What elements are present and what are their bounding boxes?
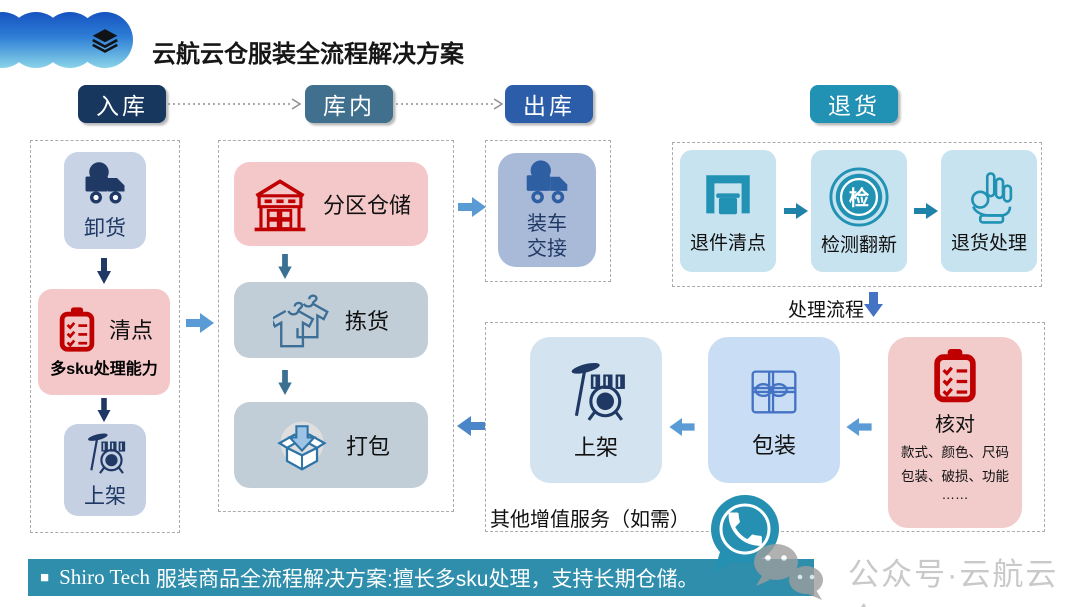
inspect-badge-icon: 检 [829,166,889,227]
left-arrow-icon [846,418,872,436]
pick-label: 拣货 [344,309,389,334]
drum-kit-icon [571,363,625,421]
shelve-label: 上架 [84,485,126,508]
process-verify-label: 核对 [935,414,975,436]
ok-hand-icon [971,171,1013,224]
process-verify-step: 核对 款式、颜色、尺码 包装、破损、功能 …… [888,337,1022,528]
count-label: 清点 [108,317,153,343]
phone-icon [711,495,779,572]
down-arrow-icon [97,398,111,423]
left-arrow-icon [669,418,695,436]
zoned-storage-label: 分区仓储 [322,193,411,218]
gift-box-icon [751,370,797,414]
down-arrow-icon [864,292,883,317]
return-handling-step: 退货处理 [941,150,1037,272]
return-gate-icon [706,174,750,214]
wechat-icon [754,544,823,600]
process-shelve-step: 上架 [530,337,662,483]
process-package-step: 包装 [708,337,840,483]
footer-banner: ■ Shiro Tech 服装商品全流程解决方案:擅长多sku处理，支持长期仓储… [28,559,814,596]
down-arrow-icon [278,254,292,280]
shelve-step: 上架 [64,424,146,516]
load-label-line1: 装车 [527,213,567,235]
dotted-arrow-icon [396,98,504,110]
inspect-refurbish-label: 检测翻新 [820,234,897,256]
truck-icon [85,161,125,203]
pick-step: 拣货 [234,282,428,358]
checklist-clipboard-icon [59,306,95,352]
stage-header-outbound: 出库 [505,85,593,123]
count-note: 多sku处理能力 [50,360,158,378]
return-handling-label: 退货处理 [950,232,1027,254]
pack-step: 打包 [234,402,428,488]
watermark-text: 公众号·云航云仓 [848,557,1059,607]
right-arrow-icon [914,203,938,219]
process-shelve-label: 上架 [573,435,618,460]
footer-brand: Shiro Tech [59,565,150,589]
dotted-arrow-icon [168,98,302,110]
right-arrow-icon [784,203,808,219]
layers-icon [92,28,118,53]
stage-header-warehouse: 库内 [305,85,393,123]
verify-detail-line1: 款式、颜色、尺码 [901,445,1009,460]
truck-icon [526,160,568,204]
zoned-storage-step: 分区仓储 [234,162,428,246]
load-handover-step: 装车 交接 [498,153,596,267]
return-count-label: 退件清点 [689,232,766,254]
open-box-icon [277,421,327,471]
unload-label: 卸货 [84,216,126,240]
unload-step: 卸货 [64,152,146,249]
value-added-note: 其他增值服务（如需） [490,509,690,531]
left-arrow-icon [457,416,485,436]
stage-header-returns: 退货 [810,85,898,123]
right-arrow-icon [186,313,214,333]
verify-detail-line3: …… [941,487,969,502]
page-title: 云航云仓服装全流程解决方案 [152,41,464,68]
drum-kit-icon [88,433,126,474]
inspect-glyph: 检 [849,185,870,209]
return-count-step: 退件清点 [680,150,776,272]
right-arrow-icon [458,197,486,217]
count-step: 清点 多sku处理能力 [38,289,170,395]
footer-text: 服装商品全流程解决方案:擅长多sku处理，支持长期仓储。 [155,567,699,591]
shirts-hanger-icon [272,294,329,348]
pack-label: 打包 [345,434,390,459]
footer-bullet: ■ [40,569,50,586]
checklist-clipboard-icon [934,349,976,403]
stage-header-inbound: 入库 [78,85,166,123]
inspect-refurbish-step: 检 检测翻新 [811,150,907,272]
down-arrow-icon [278,370,292,396]
process-flow-label: 处理流程 [788,300,865,321]
warehouse-icon [254,179,306,232]
down-arrow-icon [97,258,111,284]
logo-circle [77,12,133,68]
verify-detail-line2: 包装、破损、功能 [901,469,1009,484]
process-package-label: 包装 [751,433,796,458]
load-label-line2: 交接 [527,238,567,260]
